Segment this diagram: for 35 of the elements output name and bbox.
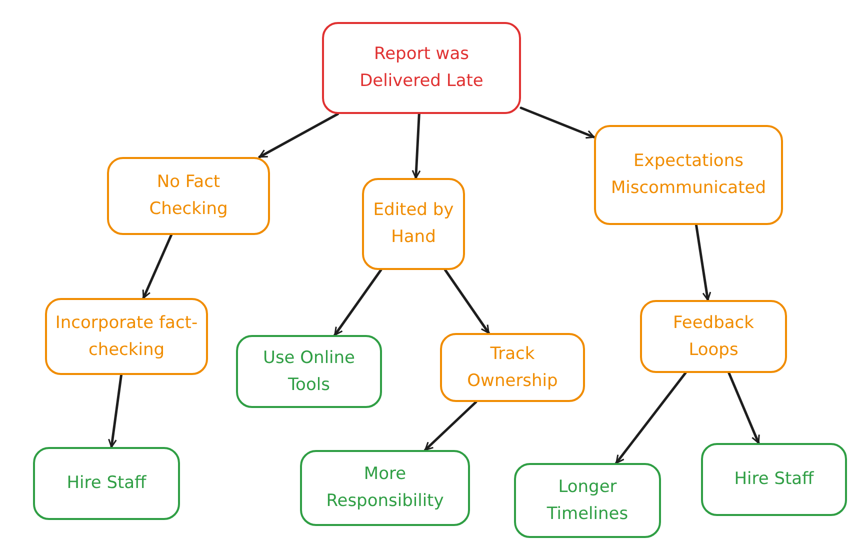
box-label: Use Online Tools <box>262 346 356 396</box>
box-label: Track Ownership <box>466 342 559 392</box>
arrow <box>424 400 478 452</box>
box-label: More Responsibility <box>325 463 445 513</box>
arrow <box>695 224 712 302</box>
process-box <box>594 125 783 225</box>
arrow <box>728 372 760 444</box>
arrow <box>444 268 490 334</box>
box-label: Expectations Miscommunicated <box>610 150 768 200</box>
process-box <box>33 447 180 520</box>
box-label: Longer Timelines <box>546 476 630 526</box>
process-box <box>300 450 470 526</box>
process-box <box>322 22 521 114</box>
arrow <box>615 372 687 464</box>
arrow <box>258 112 340 158</box>
arrow <box>108 374 122 448</box>
box-label: Feedback Loops <box>672 312 755 362</box>
process-box <box>440 333 585 402</box>
process-box <box>640 300 787 373</box>
process-box <box>362 178 465 270</box>
box-label: Hire Staff <box>66 472 146 495</box>
box-label: Edited by Hand <box>372 199 455 249</box>
process-box <box>236 335 382 408</box>
process-box <box>45 298 208 375</box>
process-box <box>514 463 661 538</box>
box-label: Report was Delivered Late <box>358 43 484 93</box>
process-box <box>107 157 270 235</box>
box-label: Incorporate fact-checking <box>55 312 198 362</box>
arrow <box>412 112 421 180</box>
process-box <box>701 443 847 516</box>
box-label: No Fact Checking <box>148 171 229 221</box>
arrow <box>142 234 173 300</box>
arrow <box>520 106 596 139</box>
box-label: Hire Staff <box>734 468 814 491</box>
arrow <box>334 268 382 336</box>
